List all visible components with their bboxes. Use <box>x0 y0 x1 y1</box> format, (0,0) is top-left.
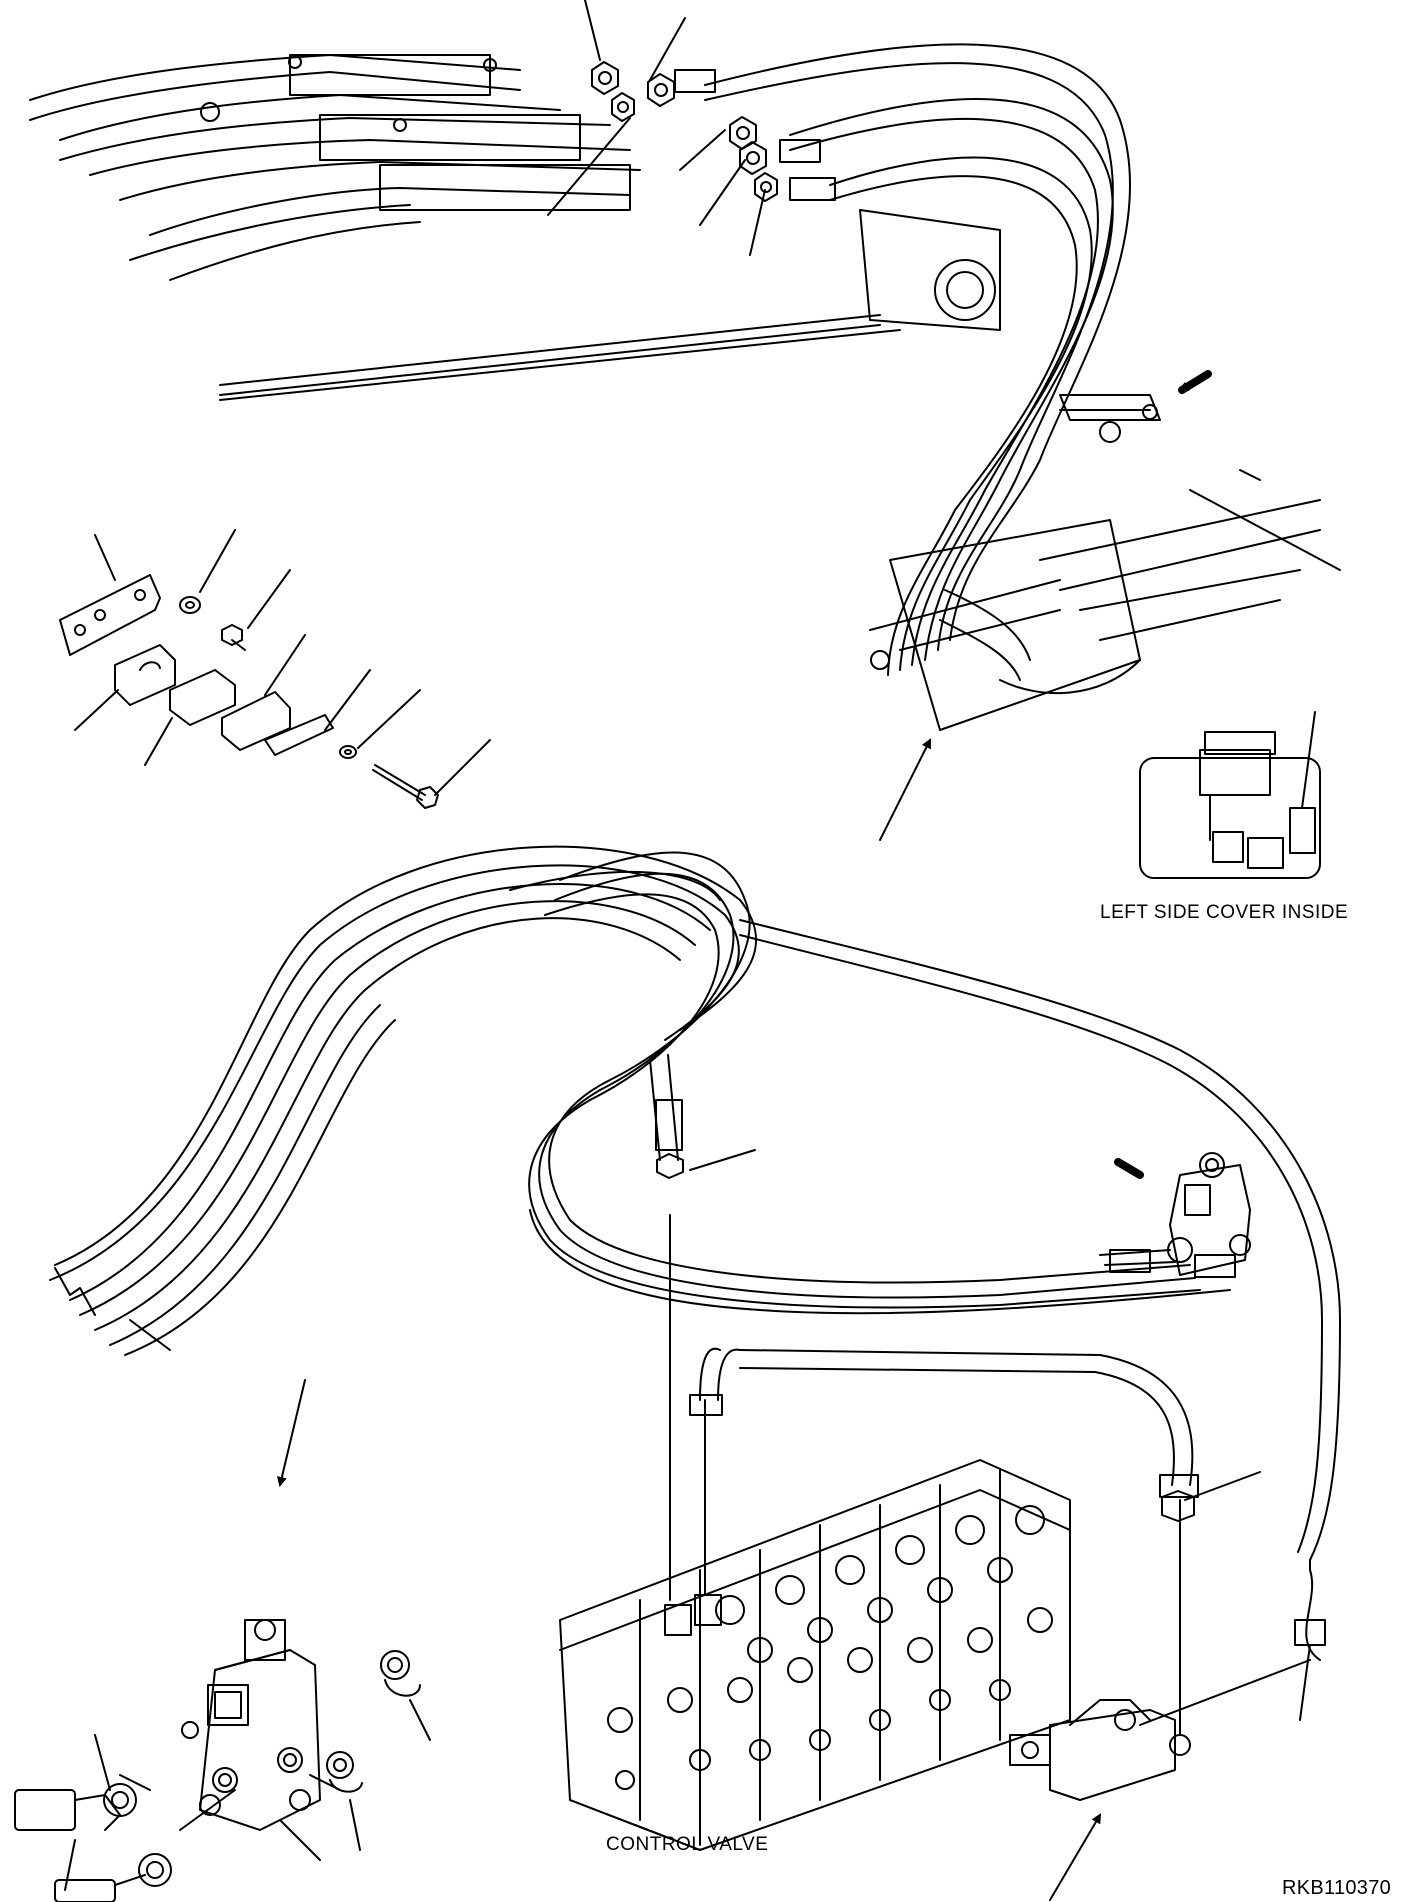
boom-hose-bundle <box>704 43 1131 681</box>
pointer-arrow-solenoid <box>1114 1158 1144 1179</box>
boom-assembly <box>29 54 1001 401</box>
control-valve-assembly <box>559 1214 1071 1851</box>
valve-ports <box>607 1505 1053 1790</box>
left-side-cover-inset <box>1139 711 1321 879</box>
small-valve-block <box>1009 1499 1326 1801</box>
leader-lines <box>74 0 766 796</box>
main-hose-loop <box>49 845 1341 1561</box>
solenoid-valve-upper <box>1099 1152 1251 1278</box>
valve-sections <box>639 1469 1001 1846</box>
hose-fitting-vertical <box>649 1054 756 1179</box>
drawing-code: RKB110370 <box>1282 1877 1392 1899</box>
exploded-fittings <box>14 1650 431 1902</box>
left-side-cover-inside-label: LEFT SIDE COVER INSIDE <box>1100 902 1349 923</box>
control-valve-label: CONTROL VALVE <box>606 1834 769 1855</box>
clamp-parts-exploded <box>59 574 439 809</box>
pointer-arrow-chassis <box>879 738 931 841</box>
hose-clamp-bracket <box>1059 394 1161 443</box>
control-valve-hose <box>689 1347 1261 1522</box>
solenoid-valve-lower-left <box>119 1619 341 1861</box>
pointer-arrow-small-valve <box>1049 1813 1102 1901</box>
chassis-frame <box>869 469 1341 731</box>
pointer-arrow-solenoid-lower <box>276 1379 306 1487</box>
